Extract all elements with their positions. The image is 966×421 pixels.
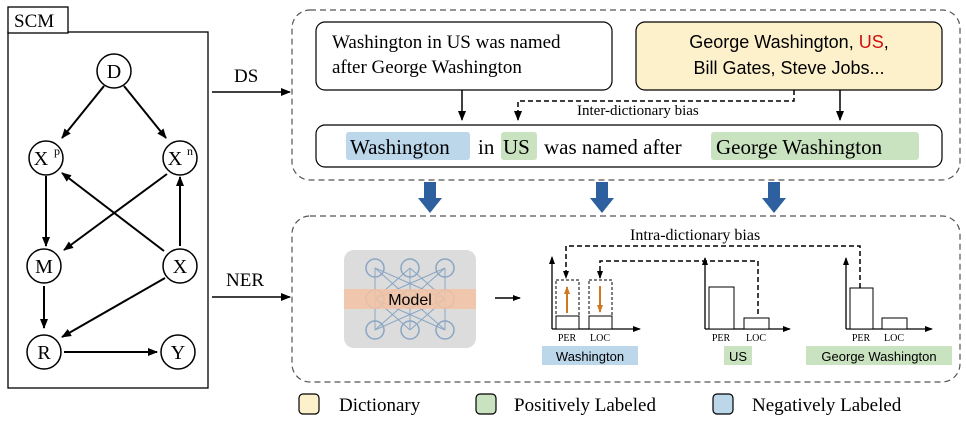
model-band bbox=[344, 289, 476, 309]
labeled-washington: Washington bbox=[350, 135, 450, 159]
ds-panel-border bbox=[291, 9, 961, 181]
scm-node-xp: X p bbox=[28, 140, 64, 176]
chart1-loc-bar bbox=[588, 315, 613, 330]
scm-node-r: R bbox=[26, 334, 62, 370]
legend-dictionary-swatch bbox=[298, 393, 320, 415]
chart3-entity-highlight bbox=[806, 346, 952, 365]
scm-edges bbox=[40, 85, 184, 356]
chart2-loc-bar bbox=[743, 317, 770, 330]
ds-label: DS bbox=[234, 66, 258, 87]
chart1-entity: Washington bbox=[556, 349, 624, 364]
dict-entry-us: US bbox=[859, 32, 884, 52]
legend-negative-label: Negatively Labeled bbox=[752, 395, 902, 416]
chart1-loc-ghost bbox=[588, 279, 613, 330]
legend-dictionary-label: Dictionary bbox=[339, 395, 421, 416]
node-r-label: R bbox=[37, 342, 51, 364]
node-xn-sup: n bbox=[187, 144, 193, 158]
chart2-entity: US bbox=[729, 349, 747, 364]
ner-panel-border bbox=[291, 215, 961, 383]
chart3-loc-bar bbox=[881, 317, 908, 330]
node-x-label: X bbox=[173, 256, 188, 278]
legend-positive-swatch bbox=[475, 393, 497, 415]
ner-label: NER bbox=[226, 270, 264, 291]
chart2-per-bar bbox=[708, 286, 735, 330]
labeled-george: George Washington bbox=[716, 135, 883, 159]
dict-comma: , bbox=[884, 32, 889, 52]
chart1-loc-label: LOC bbox=[590, 333, 610, 344]
washington-negative-highlight bbox=[346, 132, 470, 160]
chart2-per-label: PER bbox=[712, 333, 731, 344]
scm-node-y: Y bbox=[160, 334, 196, 370]
chart-us: PER LOC US bbox=[702, 257, 791, 365]
inter-bias-label: Inter-dictionary bias bbox=[577, 103, 699, 119]
blue-arrow-3 bbox=[762, 182, 786, 213]
node-y-label: Y bbox=[171, 342, 185, 364]
scm-node-d: D bbox=[96, 53, 132, 89]
ner-panel: Model Intra-dictionary bias PER LOC Wash… bbox=[291, 215, 961, 383]
inter-bias-arrow bbox=[514, 90, 795, 121]
chart1-per-ghost bbox=[555, 279, 580, 330]
scm-panel: SCM D X p X n M bbox=[7, 6, 209, 389]
ds-panel: Washington in US was named after George … bbox=[291, 9, 961, 181]
flow-arrows bbox=[418, 182, 786, 213]
model-illustration: Model bbox=[344, 250, 476, 348]
chart2-loc-label: LOC bbox=[746, 333, 766, 344]
node-xn-label: X bbox=[168, 148, 183, 170]
legend-negative-swatch bbox=[712, 393, 734, 415]
model-label: Model bbox=[388, 292, 432, 309]
labeled-us: US bbox=[503, 135, 530, 159]
sentence-box bbox=[315, 21, 613, 91]
intra-bias-george-to-washington bbox=[563, 245, 861, 288]
scm-tab bbox=[7, 6, 69, 34]
sentence-line-2: after George Washington bbox=[332, 57, 522, 78]
legend: Dictionary Positively Labeled Negatively… bbox=[298, 393, 902, 416]
scm-title: SCM bbox=[14, 11, 54, 32]
node-xp-label: X bbox=[34, 148, 49, 170]
sentence-line-1: Washington in US was named bbox=[332, 32, 561, 53]
node-d-label: D bbox=[107, 61, 121, 83]
edge-d-xn bbox=[123, 85, 167, 139]
chart1-entity-highlight bbox=[542, 346, 638, 365]
edge-d-xp bbox=[61, 85, 105, 139]
labeled-middle: was named after bbox=[544, 135, 682, 159]
blue-arrow-1 bbox=[418, 182, 442, 213]
chart2-entity-highlight bbox=[724, 346, 752, 365]
chart-washington: PER LOC Washington bbox=[542, 256, 641, 365]
intra-bias-us-to-washington bbox=[597, 260, 759, 314]
chart-george-washington: PER LOC George Washington bbox=[806, 257, 952, 365]
chart3-per-label: PER bbox=[852, 333, 871, 344]
node-m-label: M bbox=[35, 256, 53, 278]
dictionary-line-1: George Washington, US, bbox=[689, 32, 888, 52]
node-xp-sup: p bbox=[54, 144, 60, 158]
chart3-entity: George Washington bbox=[821, 349, 936, 364]
edge-x-xp bbox=[61, 172, 165, 252]
legend-positive-label: Positively Labeled bbox=[514, 395, 656, 416]
us-positive-highlight bbox=[501, 132, 537, 160]
scm-node-m: M bbox=[26, 248, 62, 284]
intra-bias-label: Intra-dictionary bias bbox=[630, 227, 760, 244]
scm-node-x: X bbox=[162, 248, 198, 284]
scm-node-xn: X n bbox=[162, 140, 198, 176]
chart3-per-bar bbox=[849, 287, 874, 330]
chart1-per-label: PER bbox=[558, 333, 577, 344]
labeled-in: in bbox=[478, 135, 495, 159]
chart1-per-bar bbox=[555, 315, 580, 330]
blue-arrow-2 bbox=[590, 182, 614, 213]
dictionary-line-2: Bill Gates, Steve Jobs... bbox=[693, 58, 884, 78]
chart3-loc-label: LOC bbox=[884, 333, 904, 344]
edge-xn-m bbox=[63, 173, 168, 251]
dict-entry-george: George Washington, bbox=[689, 32, 858, 52]
dictionary-box bbox=[635, 21, 943, 91]
george-positive-highlight bbox=[711, 132, 919, 160]
intra-bias-connections bbox=[563, 245, 861, 314]
edge-x-r bbox=[61, 277, 166, 338]
